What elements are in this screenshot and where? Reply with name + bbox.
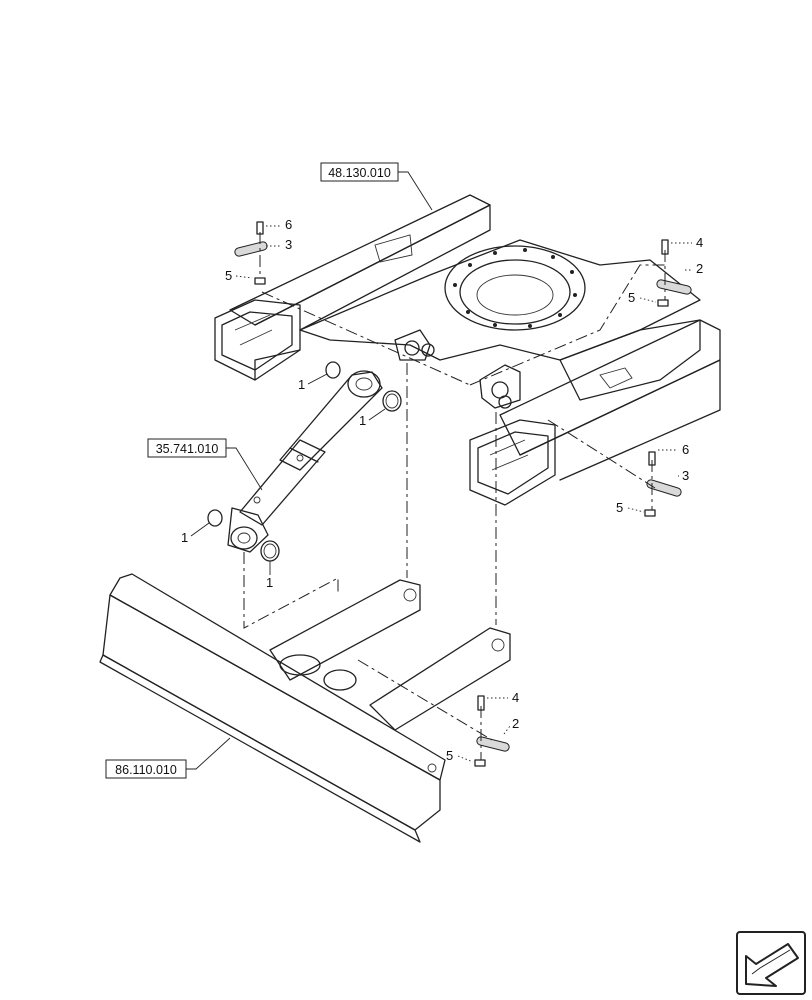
assembly-centerlines (243, 232, 666, 760)
callout-3-right: 3 (682, 468, 689, 483)
frame-reference-label: 48.130.010 (328, 166, 391, 180)
callout-5-bottom: 5 (446, 748, 453, 763)
blade-reference-label: 86.110.010 (115, 763, 177, 777)
callout-5-top-right: 5 (628, 290, 635, 305)
undercarriage-frame (214, 194, 721, 506)
callout-5-top-left: 5 (225, 268, 232, 283)
turntable-bolt-ring (453, 248, 577, 328)
cylinder-reference-box[interactable]: 35.741.010 (147, 438, 263, 491)
callout-4-top-right: 4 (696, 235, 703, 250)
callout-1-lower-left: 1 (181, 530, 188, 545)
blade-reference-box[interactable]: 86.110.010 (105, 737, 231, 779)
callout-2-bottom: 2 (512, 716, 519, 731)
hydraulic-cylinder (227, 370, 383, 553)
callout-2-top-right: 2 (696, 261, 703, 276)
callout-1-upper-left: 1 (298, 377, 305, 392)
callout-6-right: 6 (682, 442, 689, 457)
return-arrow-icon[interactable] (736, 931, 806, 995)
callout-5-right: 5 (616, 500, 623, 515)
nuts (254, 277, 669, 767)
dozer-blade (99, 573, 511, 843)
circlips (207, 361, 402, 562)
bolts (256, 221, 669, 711)
frame-reference-box[interactable]: 48.130.010 (320, 162, 433, 211)
callouts: 6 3 5 4 2 5 6 3 5 4 2 5 1 1 1 1 (181, 217, 703, 763)
cylinder-reference-label: 35.741.010 (156, 442, 219, 456)
callout-4-bottom: 4 (512, 690, 519, 705)
callout-1-lower: 1 (266, 575, 273, 590)
callout-1-upper-right: 1 (359, 413, 366, 428)
callout-6-top-left: 6 (285, 217, 292, 232)
pins (234, 241, 692, 752)
callout-3-top-left: 3 (285, 237, 292, 252)
